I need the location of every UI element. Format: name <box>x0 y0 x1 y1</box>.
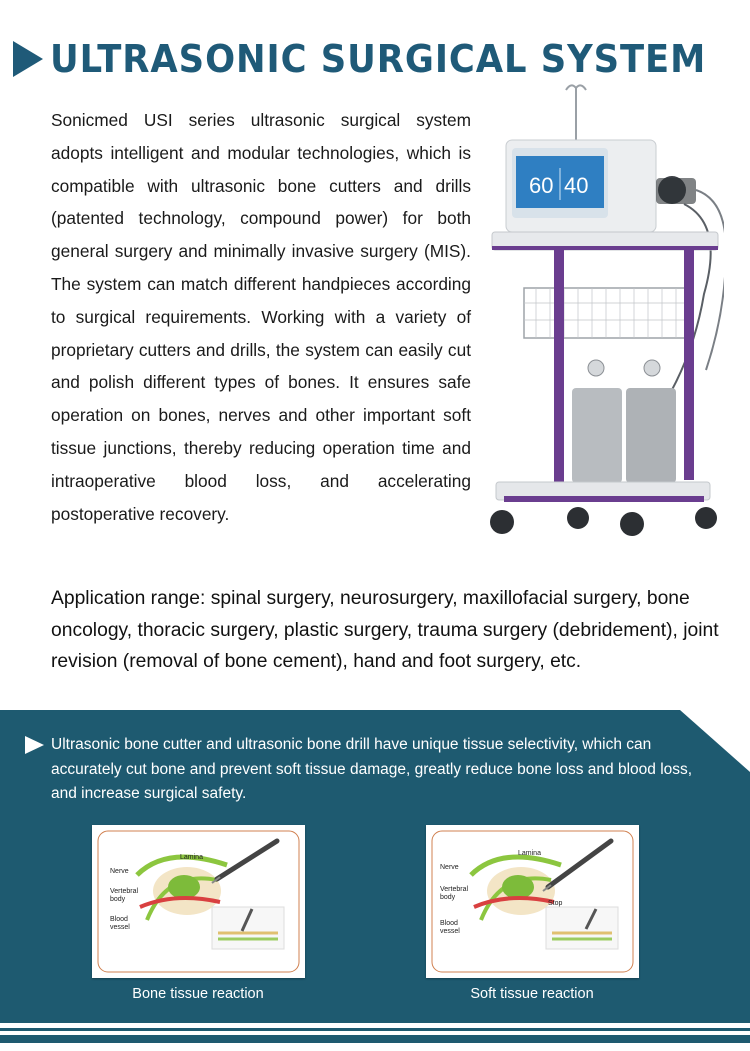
title-arrow-icon <box>13 41 43 77</box>
label-body: body <box>110 896 126 903</box>
page-title: ULTRASONIC SURGICAL SYSTEM <box>50 37 707 81</box>
panel-text: Ultrasonic bone cutter and ultrasonic bo… <box>51 736 693 802</box>
panel-arrow-icon <box>25 736 44 754</box>
label-vessel: vessel <box>440 928 460 935</box>
label-body: body <box>440 894 456 901</box>
label-nerve: Nerve <box>440 864 459 871</box>
bone-tissue-caption: Bone tissue reaction <box>132 986 264 1002</box>
bottom-rule-thick <box>0 1035 750 1043</box>
label-vertebral: Vertebral <box>440 886 468 893</box>
label-lamina: Lamina <box>518 850 541 857</box>
label-blood: Blood <box>110 916 128 923</box>
screen-left-value: 60 <box>529 173 553 198</box>
label-blood: Blood <box>440 920 458 927</box>
label-nerve: Nerve <box>110 868 129 875</box>
application-range: Application range: spinal surgery, neuro… <box>51 588 719 672</box>
intro-paragraph: Sonicmed USI series ultrasonic surgical … <box>51 110 471 524</box>
device-image: 60 40 <box>484 78 728 558</box>
bottom-rule-thin <box>0 1028 750 1031</box>
screen-right-value: 40 <box>564 173 588 198</box>
label-vessel: vessel <box>110 924 130 931</box>
label-vertebral: Vertebral <box>110 888 138 895</box>
label-lamina: Lamina <box>180 854 203 861</box>
soft-tissue-caption: Soft tissue reaction <box>470 986 594 1002</box>
bone-tissue-figure: Lamina Nerve Vertebral body Blood vessel <box>92 825 305 978</box>
label-stop: Stop <box>548 900 563 907</box>
soft-tissue-figure: Lamina Nerve Vertebral body Blood vessel… <box>426 825 639 978</box>
